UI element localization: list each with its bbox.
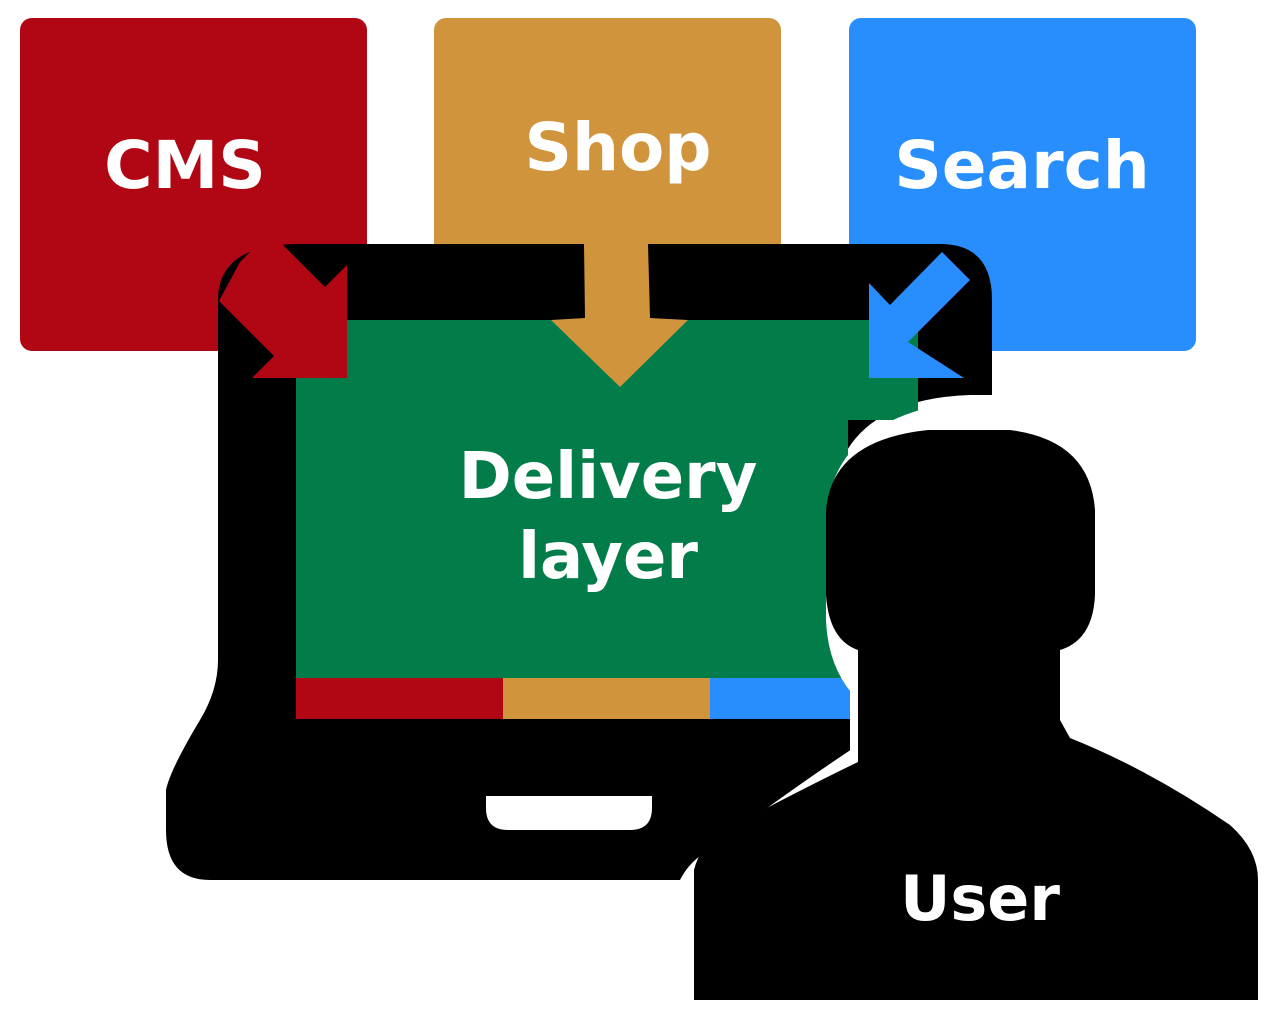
screen-bar-shop bbox=[503, 678, 710, 719]
shop-arrow-icon bbox=[551, 244, 688, 387]
cms-label: CMS bbox=[104, 127, 266, 204]
delivery-layer-screen bbox=[296, 320, 848, 678]
user-icon bbox=[694, 430, 1258, 1000]
delivery-layer-label-line1: Delivery bbox=[459, 440, 758, 514]
search-arrow-icon bbox=[869, 252, 970, 378]
delivery-layer-label-line2: layer bbox=[518, 520, 698, 594]
cms-arrow-icon bbox=[219, 232, 347, 378]
user-label: User bbox=[900, 862, 1060, 935]
screen-bar-cms bbox=[296, 678, 503, 719]
shop-label: Shop bbox=[524, 109, 711, 186]
laptop-trackpad bbox=[486, 796, 652, 830]
search-label: Search bbox=[894, 127, 1150, 204]
screen-bar-search bbox=[710, 678, 850, 719]
